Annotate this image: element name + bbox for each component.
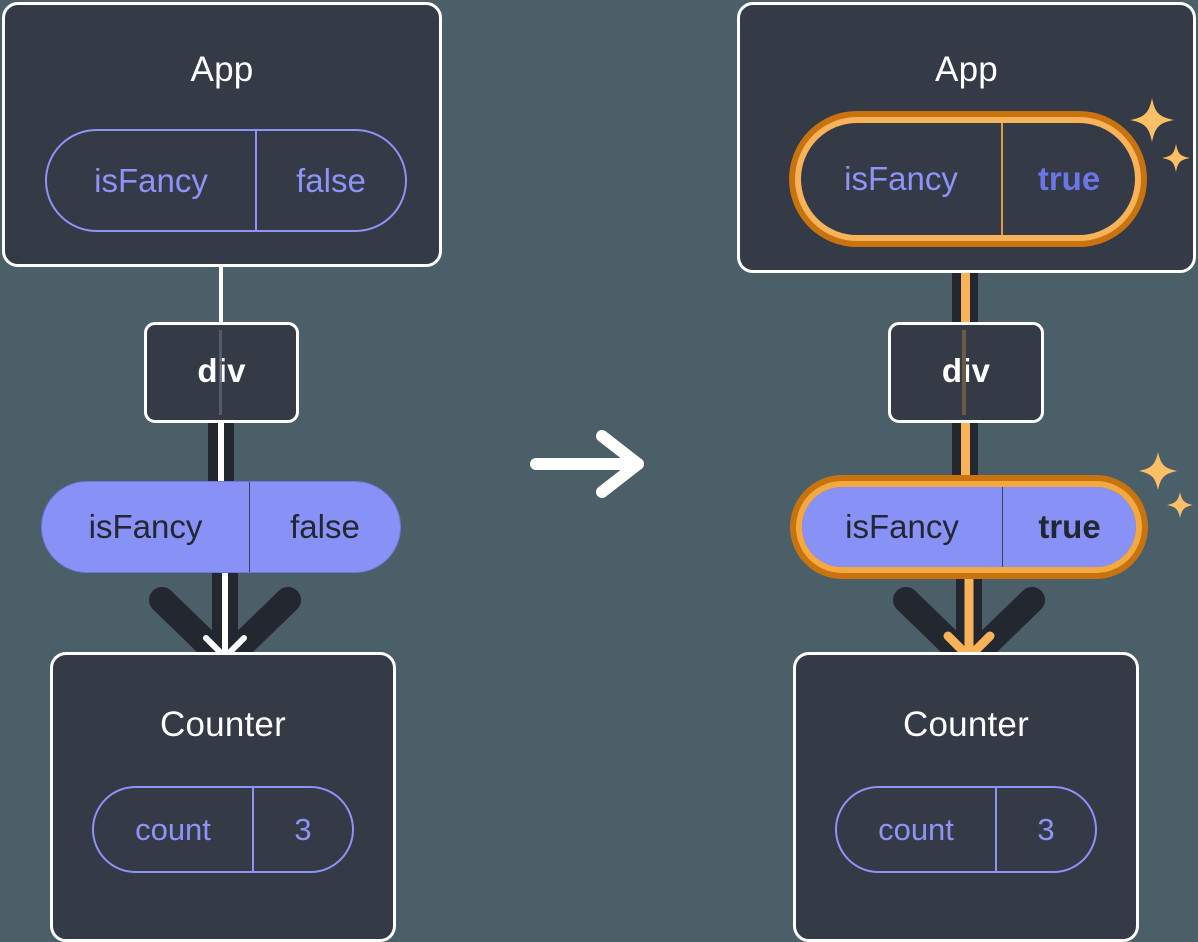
sparkles-icon-app-right <box>1126 96 1192 182</box>
counter-state-pill-left: count 3 <box>92 786 354 873</box>
counter-node-left: Counter count 3 <box>50 652 396 942</box>
prop-value-right: true <box>1002 487 1136 567</box>
connector-inside-div-left <box>219 330 222 415</box>
sparkles-icon-prop-right <box>1136 450 1194 526</box>
prop-pill-left: isFancy false <box>41 481 401 573</box>
app-state-pill-right: isFancy true <box>801 123 1135 235</box>
app-title-right: App <box>935 50 998 89</box>
counter-title-right: Counter <box>903 705 1029 744</box>
app-state-value-left: false <box>255 131 405 230</box>
transition-arrow <box>528 428 652 500</box>
app-title-left: App <box>190 50 254 89</box>
app-node-left: App isFancy false <box>2 2 442 267</box>
connector-inside-div-right <box>962 330 966 415</box>
prop-value-left: false <box>249 482 400 572</box>
counter-title-left: Counter <box>160 705 286 744</box>
connector-div-to-prop-core-left <box>218 418 224 488</box>
connector-app-to-div-core-right <box>961 228 970 328</box>
counter-state-key-right: count <box>878 811 954 847</box>
prop-pill-right: isFancy true <box>802 487 1136 567</box>
app-state-highlight-ring-right: isFancy true <box>789 111 1147 247</box>
counter-state-key-left: count <box>135 811 211 847</box>
counter-node-right: Counter count 3 <box>793 652 1139 942</box>
prop-key-right: isFancy <box>845 508 959 545</box>
counter-state-value-left: 3 <box>252 788 352 871</box>
div-title-right: div <box>941 352 991 389</box>
prop-highlight-ring-right: isFancy true <box>790 475 1148 579</box>
connector-app-to-div-left <box>219 262 223 324</box>
app-state-pill-left: isFancy false <box>45 129 407 232</box>
app-state-key-right: isFancy <box>844 160 958 197</box>
prop-key-left: isFancy <box>88 508 203 545</box>
counter-state-pill-right: count 3 <box>835 786 1097 873</box>
div-node-right: div <box>888 322 1044 423</box>
counter-state-value-right: 3 <box>995 788 1095 871</box>
app-state-value-right: true <box>1001 123 1135 235</box>
app-state-key-left: isFancy <box>94 161 208 199</box>
connector-div-to-prop-core-right <box>961 418 970 488</box>
